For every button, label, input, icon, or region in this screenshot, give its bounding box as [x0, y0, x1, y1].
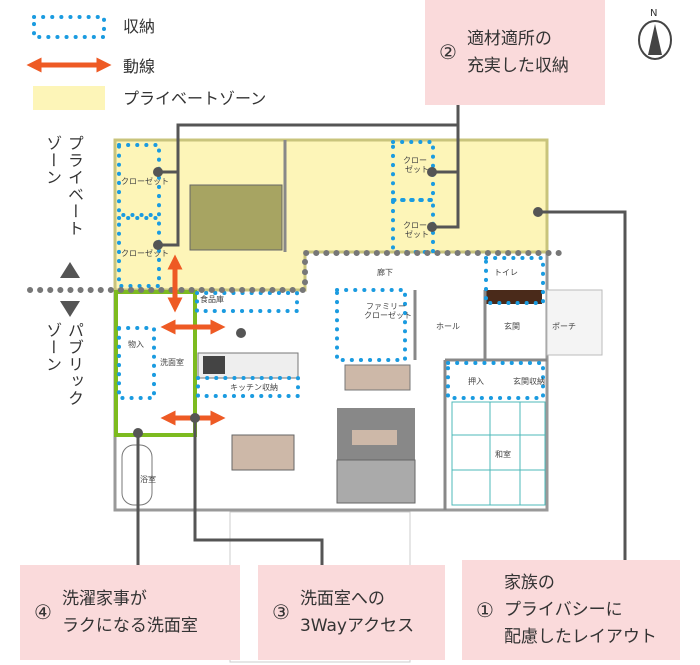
legend-circulation-label: 動線 [123, 57, 155, 76]
callout-text: 家族の [503, 572, 555, 593]
compass-label: N [650, 8, 657, 19]
closet-west-1 [117, 143, 161, 217]
room-label-closet-a: クロー [403, 156, 427, 165]
room-label-closet-b: ゼット [405, 164, 429, 174]
sofa [336, 459, 416, 504]
room-label-family-closet-b: クローゼット [364, 310, 412, 320]
room-label-entrance: 玄関 [504, 321, 520, 331]
room-label-pantry: 食品庫 [200, 294, 224, 304]
zone-label-private-2: ゾーン [43, 135, 62, 186]
storage-outlines [117, 140, 545, 400]
north-compass-icon: N [638, 8, 672, 60]
closet-west-2 [117, 216, 161, 288]
callout-text: 適材適所の [466, 28, 552, 49]
legend-private-zone-label: プライベートゾーン [123, 89, 266, 108]
room-label-toilet: トイレ [494, 268, 518, 277]
room-label-corridor: 廊下 [377, 267, 393, 277]
legend-storage-label: 収納 [123, 17, 155, 36]
legend: 収納 動線 プライベートゾーン [26, 15, 266, 110]
pantry-storage [195, 291, 299, 313]
room-label-hall: ホール [436, 322, 460, 331]
room-label-closet: クローゼット [121, 248, 169, 258]
closet-east-2 [391, 198, 435, 254]
zone-label-public-1: パブリック [65, 322, 84, 407]
kitchen-storage-outline [196, 376, 300, 398]
callout-number: ② [439, 40, 457, 64]
callout-text: ラクになる洗面室 [61, 615, 198, 636]
zone-label-public-2: ゾーン [43, 322, 62, 373]
callout-1: ① 家族のプライバシーに配慮したレイアウト [462, 560, 680, 660]
callout-text: 3Wayアクセス [299, 615, 415, 636]
room-label-entrance-storage: 玄関収納 [513, 376, 545, 386]
room-label-washroom: 洗面室 [160, 357, 184, 367]
room-label-family-closet-a: ファミリー [366, 302, 406, 311]
triangle-down-icon [60, 301, 80, 317]
callout-number: ① [476, 597, 494, 622]
callout-text: 充実した収納 [466, 55, 569, 76]
dining-table [231, 434, 295, 471]
callout-text: 配慮したレイアウト [503, 626, 657, 647]
washroom-storage [117, 326, 156, 400]
legend-storage-swatch [32, 15, 106, 39]
callout-text: プライバシーに [503, 599, 623, 620]
callout-4: ④ 洗濯家事がラクになる洗面室 [20, 565, 240, 660]
room-label-closet-a: クロー [403, 221, 427, 230]
zone-label-private-1: プライベート [65, 135, 84, 237]
oshiire-storage [446, 361, 545, 400]
leader-dots [133, 167, 543, 438]
room-label-kitchen-storage: キッチン収納 [230, 382, 278, 392]
room-label-closet: クローゼット [121, 176, 169, 186]
porch [546, 289, 603, 356]
family-closet-storage [335, 288, 407, 362]
japanese-room-tatami [451, 401, 546, 506]
bed [189, 184, 283, 251]
callout-number: ③ [272, 600, 290, 624]
callout-2: ② 適材適所の充実した収納 [425, 0, 605, 105]
island [344, 364, 411, 391]
callout-3: ③ 洗面室への 3Wayアクセス [258, 565, 445, 660]
toilet-storage [484, 256, 545, 305]
room-label-closet-b: ゼット [405, 229, 429, 239]
triangle-up-icon [60, 262, 80, 278]
room-label-porch: ポーチ [552, 322, 576, 331]
callout-text: 洗濯家事が [61, 588, 147, 609]
room-label-storage: 物入 [128, 339, 144, 349]
callout-text: 洗面室への [299, 588, 385, 609]
room-label-japanese-room: 和室 [495, 449, 511, 459]
zone-divider-line [27, 250, 568, 293]
room-label-oshiire: 押入 [468, 376, 484, 386]
room-label-bathroom: 浴室 [140, 474, 156, 484]
legend-private-zone-swatch [33, 86, 105, 110]
callout-number: ④ [34, 600, 52, 624]
